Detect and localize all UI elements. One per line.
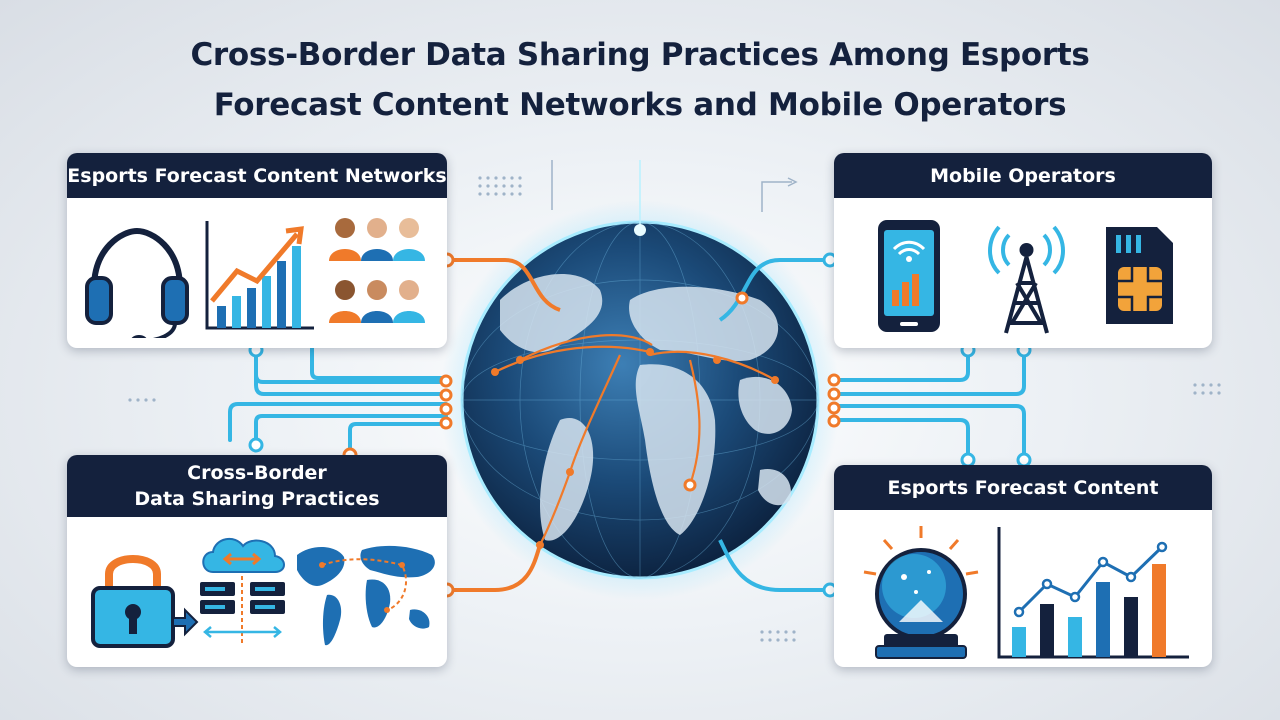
- world-map-icon: [297, 545, 435, 646]
- panel-heading-line-2: Data Sharing Practices: [134, 488, 380, 510]
- sim-card-icon: [1106, 227, 1173, 324]
- panel-heading: Mobile Operators: [834, 153, 1212, 198]
- panel-data-sharing-practices: Cross-Border Data Sharing Practices: [67, 455, 447, 667]
- cloud-server-icon: [200, 537, 285, 644]
- cyan-connectors-left: [228, 346, 448, 454]
- panel-content-networks: Esports Forecast Content Networks: [67, 153, 447, 348]
- orange-link-practices: [447, 544, 542, 592]
- team-players-icon: [329, 218, 425, 323]
- forecast-chart-icon: [997, 527, 1189, 659]
- title-line-1: Cross-Border Data Sharing Practices Amon…: [190, 37, 1090, 73]
- globe-icon: [440, 160, 840, 600]
- headset-icon: [85, 227, 189, 338]
- panel-heading: Esports Forecast Content Networks: [67, 153, 447, 198]
- panel-heading: Esports Forecast Content: [834, 465, 1212, 510]
- panel-heading: Cross-Border Data Sharing Practices: [67, 455, 447, 517]
- panel-forecast-content: Esports Forecast Content: [834, 465, 1212, 667]
- page-title: Cross-Border Data Sharing Practices Amon…: [0, 30, 1280, 130]
- smartphone-icon: [878, 220, 940, 332]
- crystal-ball-icon: [863, 526, 979, 659]
- panel-mobile-operators: Mobile Operators: [834, 153, 1212, 348]
- cell-tower-icon: [988, 225, 1065, 334]
- title-line-2: Forecast Content Networks and Mobile Ope…: [213, 87, 1067, 123]
- orange-link-networks: [447, 258, 561, 312]
- panel-heading-line-1: Cross-Border: [187, 462, 327, 484]
- cyan-link-content: [718, 539, 830, 592]
- decorative-dot-grid: [128, 176, 1221, 642]
- padlock-icon: [91, 555, 199, 648]
- cyan-link-operators: [718, 258, 830, 322]
- growth-chart-icon: [205, 221, 314, 330]
- cyan-connectors-right: [832, 346, 1026, 462]
